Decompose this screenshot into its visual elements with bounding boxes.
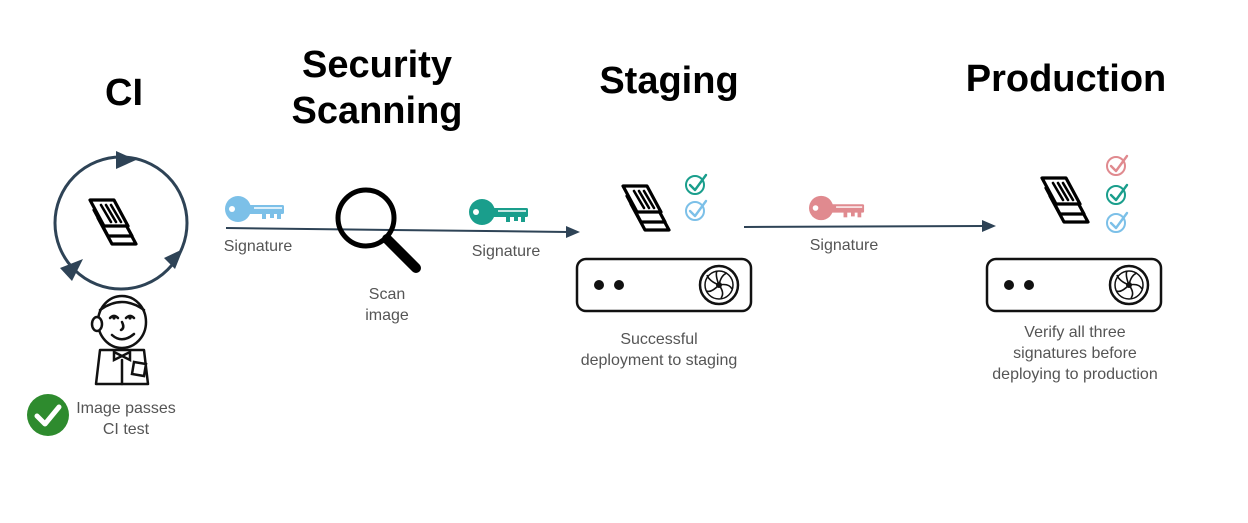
jenkins-mascot-icon [90, 294, 150, 386]
signature-label-staging: Signature [809, 237, 879, 254]
staging-line2: deployment to staging [580, 352, 738, 369]
signature-label-ci: Signature [223, 238, 293, 255]
check-icon [685, 199, 708, 221]
prod-line2: signatures before [1013, 345, 1137, 362]
production-caption: Verify all three signatures before deplo… [970, 322, 1180, 385]
ci-pass-line1: Image passes [76, 400, 176, 417]
ci-pass-check-icon [27, 394, 69, 436]
staging-caption: Successful deployment to staging [564, 329, 754, 371]
server-icon [575, 257, 753, 313]
check-icon [1106, 183, 1129, 205]
signature-label-security: Signature [471, 243, 541, 260]
check-icon [1106, 154, 1129, 176]
document-stack-icon [1040, 176, 1090, 224]
arrow-ci-to-staging [225, 226, 580, 238]
document-stack-icon [621, 184, 671, 232]
security-title-line1: Security [302, 44, 452, 86]
security-scanning-title: Security Scanning [262, 42, 492, 134]
staging-line1: Successful [620, 331, 698, 348]
check-icon [1106, 211, 1129, 233]
magnifier-icon [335, 187, 421, 273]
scan-line2: image [365, 307, 409, 324]
key-icon [225, 196, 284, 222]
key-icon [809, 195, 865, 221]
check-icon [685, 173, 708, 195]
ci-pass-line2: CI test [102, 421, 150, 438]
ci-pass-caption: Image passes CI test [62, 398, 190, 440]
prod-line1: Verify all three [1024, 324, 1126, 341]
scan-line1: Scan [368, 286, 406, 303]
server-icon [985, 257, 1163, 313]
prod-line3: deploying to production [992, 366, 1158, 383]
production-stage-title: Production [965, 58, 1167, 100]
scan-image-caption: Scan image [346, 284, 428, 326]
security-title-line2: Scanning [291, 90, 463, 132]
cycle-arrows-icon [53, 151, 189, 291]
arrow-staging-to-production [743, 220, 996, 232]
key-icon [469, 199, 528, 225]
staging-stage-title: Staging [599, 60, 739, 102]
ci-stage-title: CI [105, 72, 143, 114]
document-stack-icon [88, 198, 138, 246]
